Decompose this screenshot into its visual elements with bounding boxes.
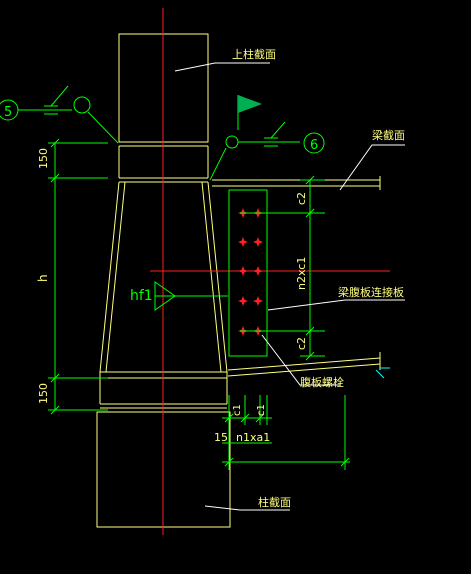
dim-c2-bottom: c2 (295, 337, 308, 350)
bolt-4-1 (238, 296, 248, 306)
dim-c1-right: c1 (256, 404, 267, 416)
label-web-connection-plate: 梁腹板连接板 (338, 285, 404, 299)
weld-symbol (154, 281, 228, 311)
weld-label: hf1 (130, 288, 153, 304)
dim-h: h (36, 274, 50, 282)
axis-marker-left-label: 5 (4, 105, 12, 120)
dim-bottom-150: 150 (37, 383, 50, 404)
label-lower-column-section: 柱截面 (258, 495, 291, 509)
leader-lines (174, 62, 405, 511)
bolt-4-2 (253, 296, 263, 306)
bolt-2-1 (238, 237, 248, 247)
beam-end-marks (375, 367, 390, 379)
label-web-bolts: 腹板螺栓 (300, 375, 344, 389)
bolt-2-2 (253, 237, 263, 247)
dim-n2xc1: n2xc1 (295, 257, 308, 290)
web-connection-plate (228, 189, 268, 357)
right-dimension (240, 175, 325, 361)
bolt-3-1 (238, 266, 248, 276)
dim-n1xa1: n1xa1 (236, 431, 270, 444)
left-dimension (48, 138, 108, 415)
flag-icon (238, 95, 262, 113)
bottom-dimension (222, 395, 350, 470)
bolt-group (238, 208, 263, 336)
dim-c1-left: c1 (232, 404, 243, 416)
beam (212, 176, 381, 377)
dim-15: 15 (214, 431, 228, 444)
label-upper-column-section: 上柱截面 (232, 47, 276, 61)
dim-c2-top: c2 (295, 192, 308, 205)
axis-marker-right (209, 95, 325, 181)
axis-marker-right-label: 6 (310, 138, 318, 153)
label-beam-section: 梁截面 (372, 128, 405, 142)
dim-top-150: 150 (37, 148, 50, 169)
bolt-3-2 (253, 266, 263, 276)
axis-marker-left (0, 85, 119, 144)
